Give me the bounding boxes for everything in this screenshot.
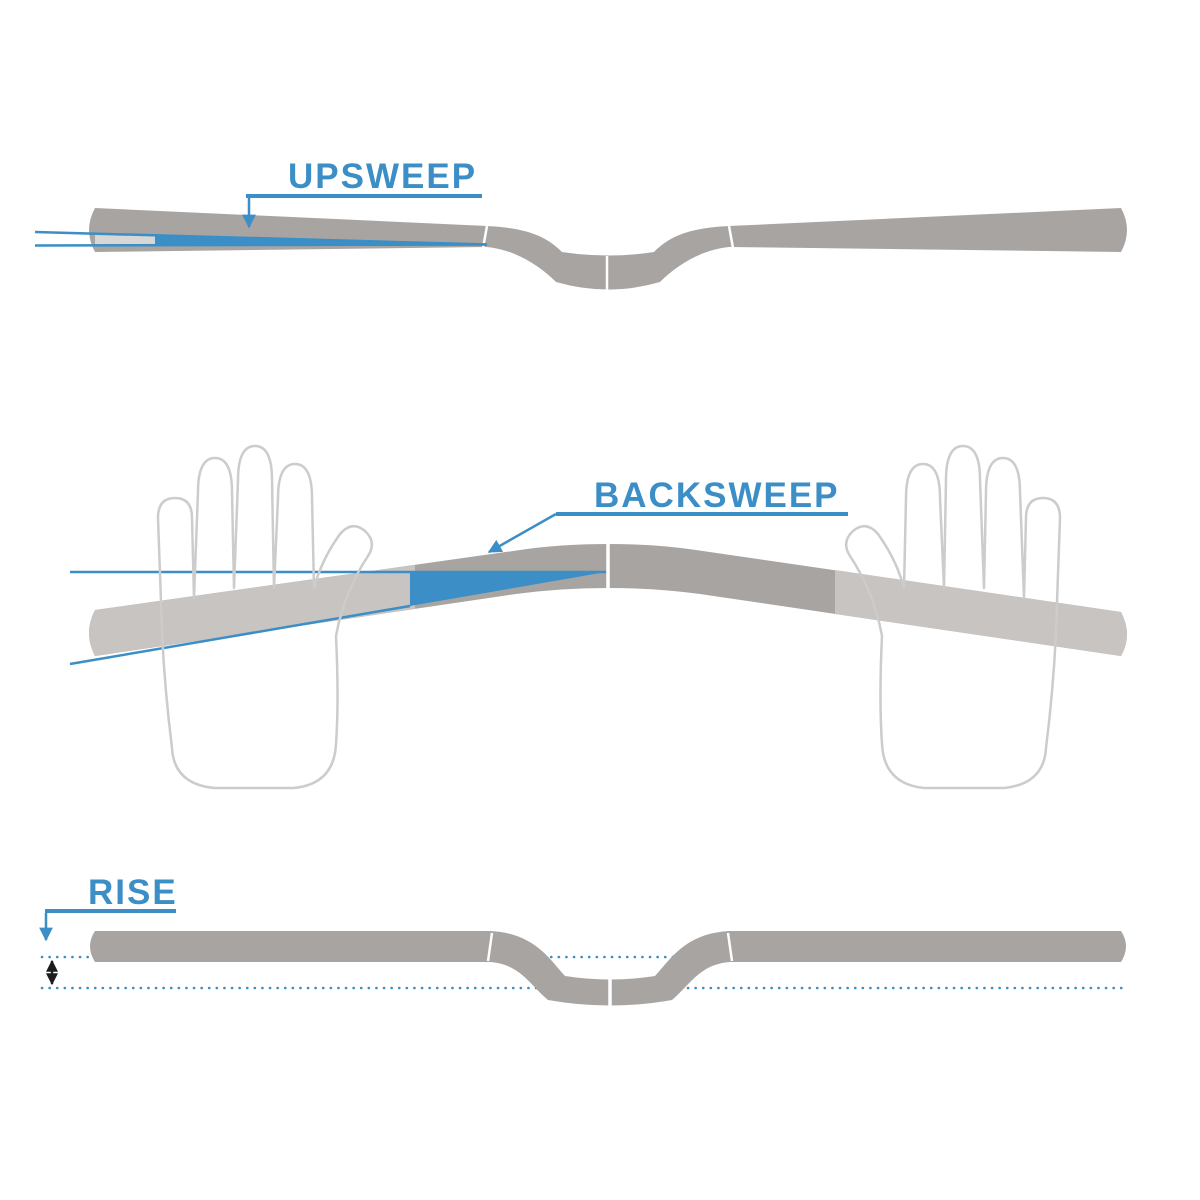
bar-seam-right bbox=[727, 225, 735, 249]
rise-label: RISE bbox=[88, 873, 178, 912]
backsweep-angle-wedge bbox=[410, 572, 606, 606]
upsweep-label: UPSWEEP bbox=[288, 157, 477, 196]
handlebar-front-view bbox=[89, 208, 1127, 290]
left-grip-zone bbox=[89, 565, 415, 656]
backsweep-axis-line bbox=[69, 604, 411, 666]
upsweep-horizontal-reference-line bbox=[34, 243, 488, 247]
rise-section: RISE bbox=[39, 873, 1128, 1010]
backsweep-pointer-arrow bbox=[487, 512, 557, 554]
backsweep-label: BACKSWEEP bbox=[594, 476, 840, 515]
rise-bar-seam-left bbox=[486, 932, 494, 962]
handlebar-rise-view bbox=[90, 931, 1126, 1006]
upsweep-section: UPSWEEP bbox=[34, 157, 1127, 292]
upsweep-angle-wedge bbox=[155, 235, 487, 246]
upsweep-angle-gap bbox=[95, 234, 155, 246]
right-grip-zone bbox=[835, 570, 1127, 656]
backsweep-section: BACKSWEEP bbox=[69, 444, 1127, 790]
rise-bar-seam-right bbox=[726, 932, 734, 962]
